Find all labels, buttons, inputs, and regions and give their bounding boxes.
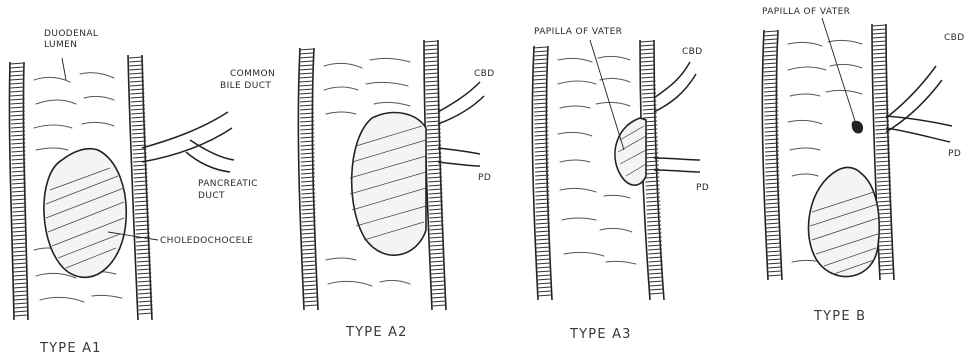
common-bile-duct [654, 62, 696, 112]
papilla-opening [852, 121, 863, 134]
label-cbd: CBD [682, 47, 703, 57]
leader-papilla [822, 18, 856, 124]
choledochocele-cyst [615, 118, 646, 185]
label-papilla-of-vater: PAPILLA OF VATER [762, 7, 850, 17]
panel-type-a3: PAPILLA OF VATER CBD PD TYPE A3 [532, 27, 709, 342]
choledochocele-cyst [808, 167, 879, 276]
type-label-a3: TYPE A3 [569, 327, 632, 342]
type-label-a1: TYPE A1 [39, 341, 102, 356]
label-pancreatic-duct: PANCREATIC DUCT [198, 179, 261, 201]
label-cbd: CBD [474, 69, 495, 79]
duodenal-wall-left [532, 46, 552, 300]
choledochocele-cyst [44, 149, 126, 278]
pancreatic-duct [886, 116, 952, 142]
choledochocele-cyst [350, 113, 426, 256]
duodenal-wall-left [9, 62, 28, 320]
panel-type-a2: CBD PD TYPE A2 [298, 40, 494, 340]
panel-type-a1: DUODENAL LUMEN COMMON BILE DUCT PANCREAT… [9, 29, 278, 356]
label-pd: PD [478, 173, 491, 183]
common-bile-duct [142, 112, 232, 162]
common-bile-duct [438, 82, 484, 124]
label-pd: PD [696, 183, 709, 193]
type-label-b: TYPE B [813, 309, 866, 324]
duodenal-wall-left [298, 48, 318, 310]
duodenal-wall-right [424, 40, 446, 310]
duodenal-wall-right [128, 55, 153, 320]
pancreatic-duct [438, 148, 480, 166]
leader-duodenal-lumen [62, 58, 66, 80]
duodenal-wall-left [762, 30, 782, 280]
panel-type-b: PAPILLA OF VATER CBD PD TYPE B [762, 7, 965, 324]
label-common-bile-duct: COMMON BILE DUCT [220, 69, 278, 91]
type-label-a2: TYPE A2 [345, 325, 408, 340]
pancreatic-duct [186, 140, 234, 172]
label-duodenal-lumen: DUODENAL LUMEN [44, 29, 102, 50]
label-cbd: CBD [944, 33, 965, 43]
label-choledochocele: CHOLEDOCHOCELE [160, 236, 253, 246]
pancreatic-duct [654, 158, 700, 172]
label-pd: PD [948, 149, 961, 159]
label-papilla-of-vater: PAPILLA OF VATER [534, 27, 622, 37]
